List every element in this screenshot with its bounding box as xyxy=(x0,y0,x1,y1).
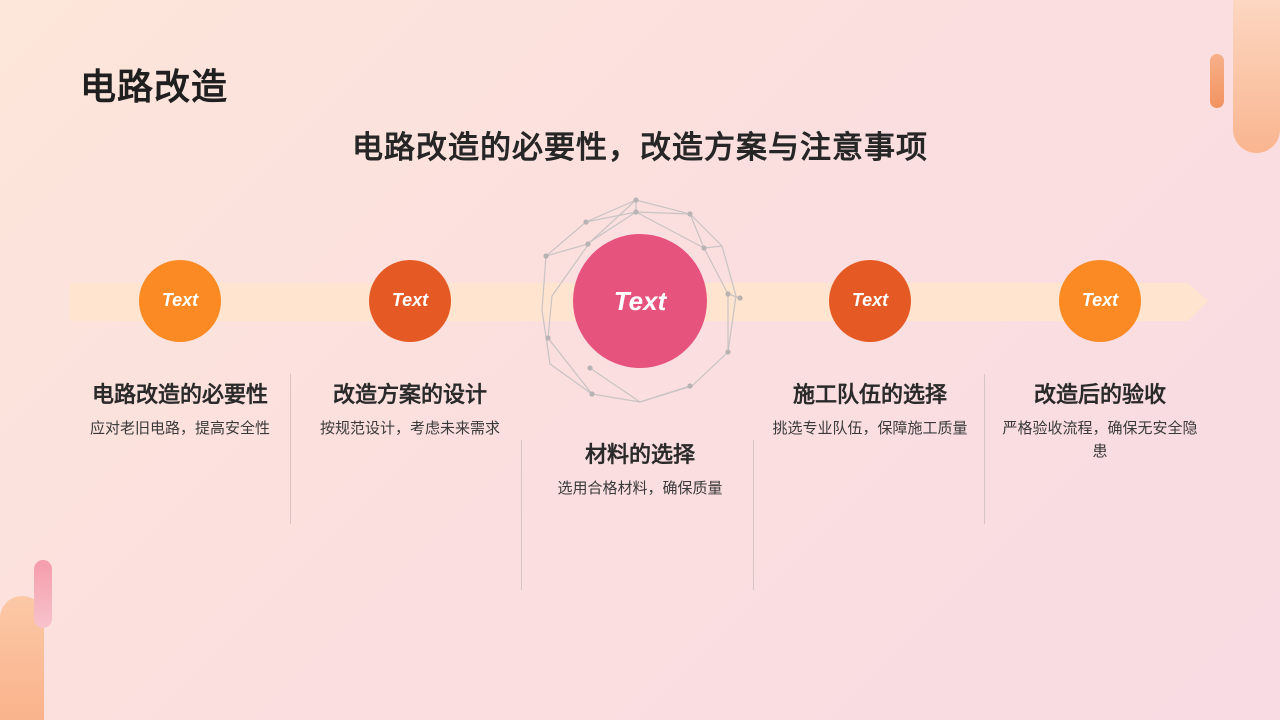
divider-3 xyxy=(753,440,754,590)
step-circle-5 xyxy=(1059,260,1141,342)
step-title-2: 改造方案的设计 xyxy=(332,383,487,408)
divider-1 xyxy=(290,374,291,524)
step-desc-3: 选用合格材料，确保质量 xyxy=(557,479,723,497)
step-circle-label-5: Text xyxy=(1081,290,1119,310)
network-sphere-decoration xyxy=(541,199,741,403)
page-title: 电路改造 xyxy=(80,67,229,108)
step-desc-5: 严格验收流程，确保无安全隐患 xyxy=(1002,419,1198,460)
step-title-1: 电路改造的必要性 xyxy=(91,383,268,408)
step-title-3: 材料的选择 xyxy=(584,443,695,468)
step-circle-label-4: Text xyxy=(851,290,889,310)
step-desc-1: 应对老旧电路，提高安全性 xyxy=(89,419,270,437)
step-circle-3 xyxy=(573,234,707,368)
step-title-4: 施工队伍的选择 xyxy=(792,383,947,408)
decor-bar-bottom-left-small xyxy=(34,560,52,628)
page-subtitle: 电路改造的必要性，改造方案与注意事项 xyxy=(352,130,928,166)
divider-2 xyxy=(521,440,522,590)
step-title-5: 改造后的验收 xyxy=(1033,383,1166,408)
step-desc-4: 挑选专业队伍，保障施工质量 xyxy=(772,419,968,437)
decor-bar-top-right-small xyxy=(1210,54,1224,108)
network-nodes xyxy=(543,197,743,397)
decor-bar-top-right xyxy=(1233,0,1280,153)
step-circle-label-3: Text xyxy=(613,286,667,316)
step-circle-label-2: Text xyxy=(391,290,429,310)
step-circle-1 xyxy=(139,260,221,342)
step-circle-2 xyxy=(369,260,451,342)
divider-4 xyxy=(984,374,985,524)
step-circle-label-1: Text xyxy=(161,290,199,310)
step-desc-2: 按规范设计，考虑未来需求 xyxy=(319,419,500,437)
step-circle-4 xyxy=(829,260,911,342)
